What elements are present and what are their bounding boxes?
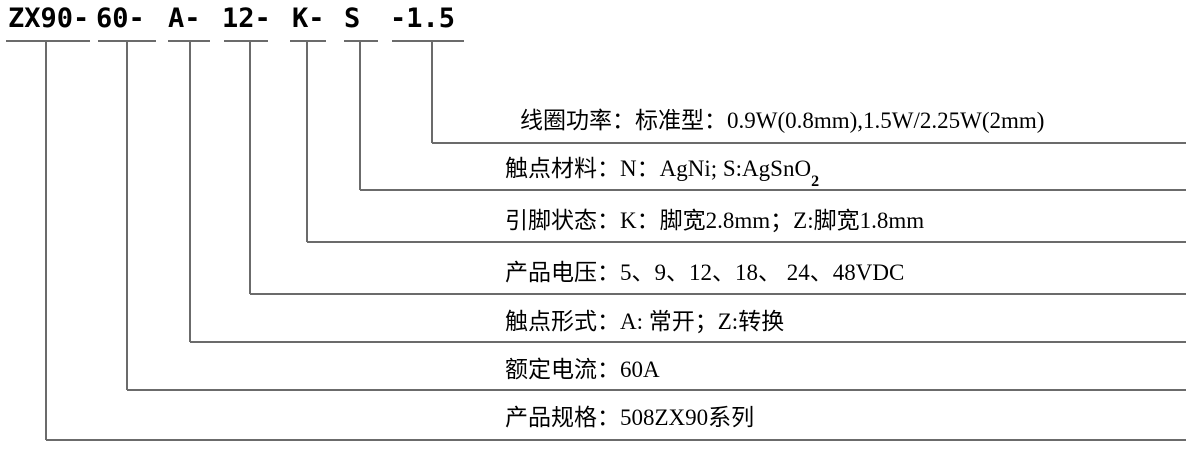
part-number-segment: 60- [96,3,145,34]
part-number-segment: S [344,3,361,34]
description-text: 触点材料：N：AgNi; S:AgSnO [505,156,812,181]
part-number-segment: A- [168,3,201,34]
description-row-product-spec: 产品规格：508ZX90系列 [505,405,755,430]
part-number-segment: K- [292,3,325,34]
part-number-string: ZX90-60- A- 12- K- S -1.5 [0,0,1200,44]
part-number-segment: ZX90- [8,3,90,34]
description-row-contact-form: 触点形式：A: 常开；Z:转换 [505,309,785,334]
description-row-rated-current: 额定电流：60A [505,357,660,382]
description-row-contact-material: 触点材料：N：AgNi; S:AgSnO2 [505,147,819,191]
part-number-segment: 12- [222,3,271,34]
description-row-pin-state: 引脚状态：K：脚宽2.8mm；Z:脚宽1.8mm [505,208,925,233]
description-row-product-voltage: 产品电压：5、9、12、18、 24、48VDC [505,260,905,285]
description-subscript: 2 [811,172,820,190]
description-row-coil-power: 线圈功率：标准型：0.9W(0.8mm),1.5W/2.25W(2mm) [520,108,1045,133]
part-number-segment: -1.5 [390,3,456,34]
